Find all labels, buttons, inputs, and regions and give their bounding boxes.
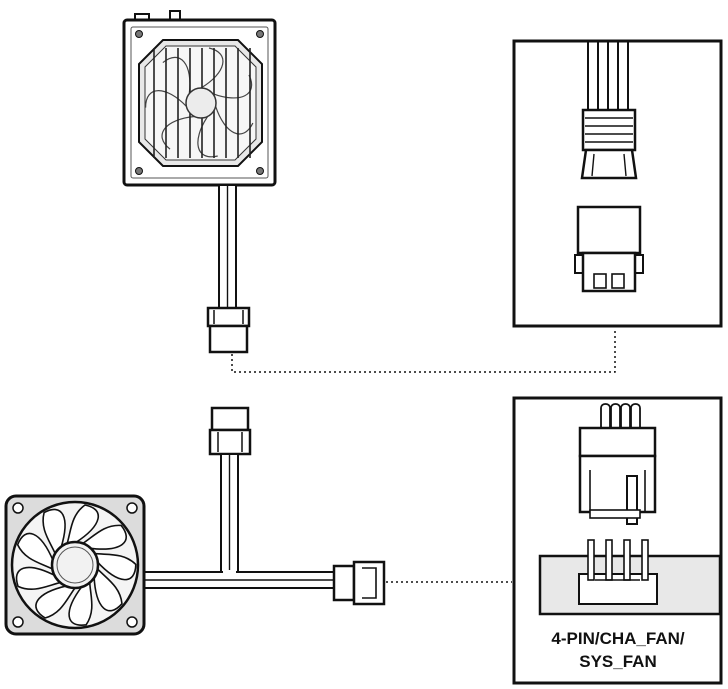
psu-fan-blade xyxy=(145,90,187,108)
psu-cable-connector xyxy=(206,306,251,354)
connector-label-line1: 4-PIN/CHA_FAN/ xyxy=(551,629,684,648)
dotted-leader-top xyxy=(231,328,616,373)
fan-blade xyxy=(35,584,77,619)
fan-blade xyxy=(65,504,100,545)
fan-blade xyxy=(15,566,63,590)
power-supply-unit xyxy=(122,10,277,187)
fan-blade xyxy=(16,532,55,571)
splitter-cable xyxy=(141,453,335,589)
psu-cable xyxy=(218,184,237,311)
connector-detail-box-bottom: 4-PIN/CHA_FAN/ SYS_FAN xyxy=(512,396,723,685)
connector-label-line2: SYS_FAN xyxy=(579,652,656,671)
fan-blade xyxy=(42,508,66,556)
psu-fan-blade xyxy=(197,116,218,158)
fan-blade xyxy=(68,580,93,626)
connector-detail-box-top xyxy=(512,39,723,328)
motherboard-fan-connector xyxy=(332,560,386,606)
case-fan xyxy=(4,494,146,636)
psu-fan-blade xyxy=(212,74,253,99)
fan-blade xyxy=(93,567,123,612)
fan-blade xyxy=(80,524,127,550)
fan-cable-connector xyxy=(208,406,252,456)
fan-blade xyxy=(93,552,137,581)
